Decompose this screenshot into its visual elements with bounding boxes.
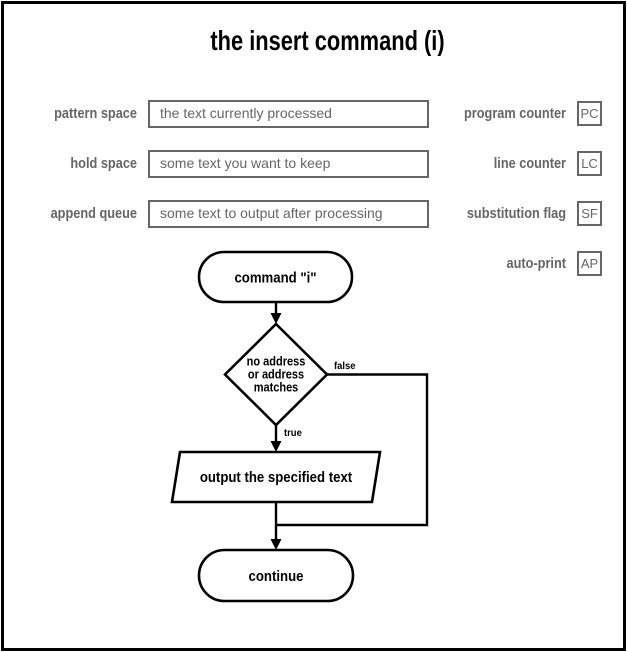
arrowhead-decision bbox=[270, 313, 282, 324]
page-title: the insert command (i) bbox=[210, 25, 445, 56]
auto-print-box: AP bbox=[577, 251, 602, 276]
program-counter-box: PC bbox=[577, 101, 602, 126]
flowchart: command "i" no address or address matche… bbox=[170, 250, 429, 603]
false-branch-line bbox=[277, 373, 429, 527]
append-queue-label: append queue bbox=[50, 205, 137, 222]
pattern-space-label: pattern space bbox=[54, 105, 137, 122]
process-node bbox=[170, 450, 382, 504]
program-counter-label: program counter bbox=[463, 105, 566, 122]
arrowhead-process bbox=[270, 441, 282, 452]
decision-line-3: matches bbox=[254, 381, 299, 395]
process-node-label: output the specified text bbox=[200, 468, 353, 485]
hold-space-label: hold space bbox=[70, 155, 137, 172]
line-counter-box: LC bbox=[577, 151, 602, 176]
false-branch-label: false bbox=[334, 361, 356, 373]
decision-line-1: no address bbox=[247, 355, 306, 369]
decision-line-2: or address bbox=[248, 368, 305, 382]
end-node-label: continue bbox=[249, 567, 304, 584]
hold-space-box: some text you want to keep bbox=[148, 150, 429, 178]
arrowhead-end bbox=[270, 539, 282, 550]
line-counter-label: line counter bbox=[493, 155, 566, 172]
start-node-label: command "i" bbox=[234, 269, 316, 286]
auto-print-label: auto-print bbox=[506, 255, 566, 272]
true-branch-label: true bbox=[284, 428, 302, 440]
append-queue-box: some text to output after processing bbox=[148, 200, 429, 228]
substitution-flag-box: SF bbox=[577, 201, 602, 226]
pattern-space-box: the text currently processed bbox=[148, 100, 429, 128]
end-node bbox=[197, 548, 355, 603]
substitution-flag-label: substitution flag bbox=[466, 205, 566, 222]
